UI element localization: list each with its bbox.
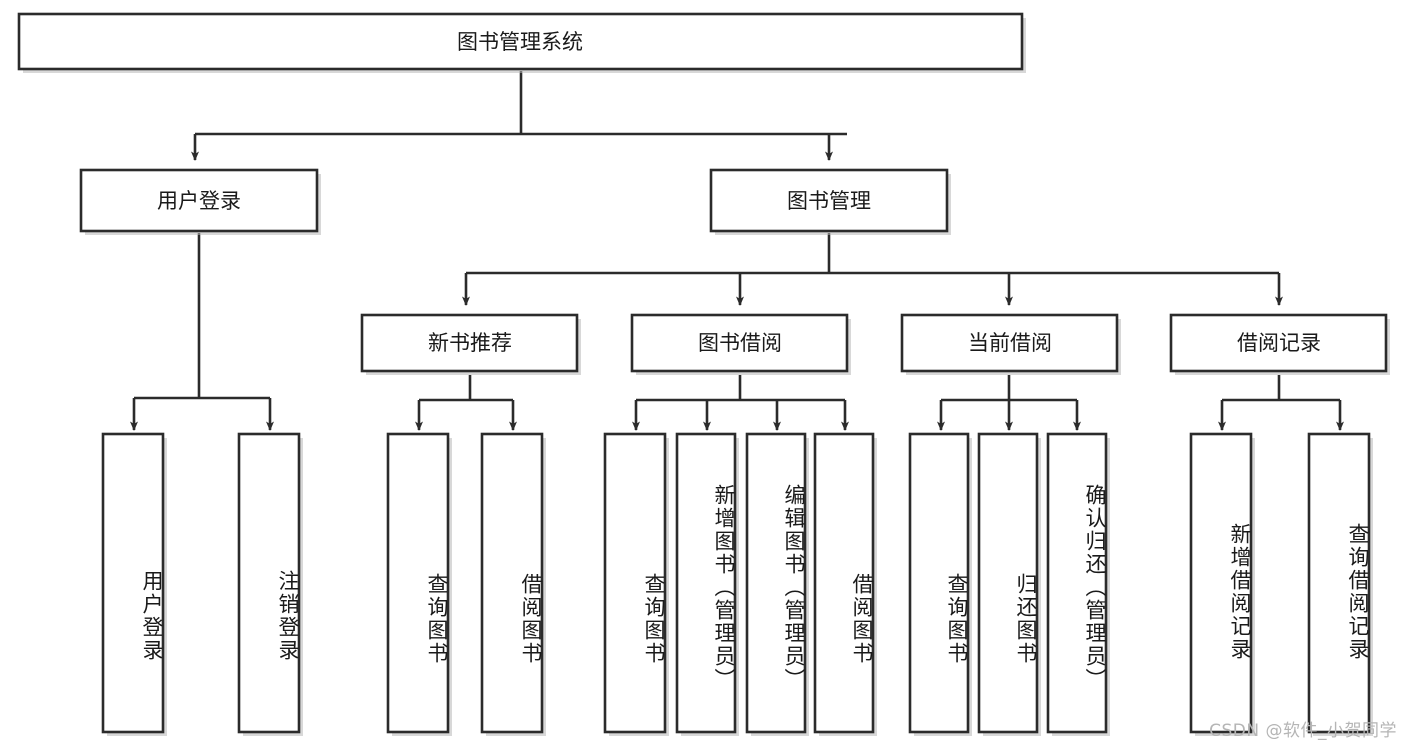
node-borrow-record-label: 借阅记录	[1237, 331, 1321, 355]
node-root-label: 图书管理系统	[457, 30, 583, 54]
connector-group-borrow-record	[1218, 375, 1344, 431]
node-book-management-label: 图书管理	[787, 189, 871, 213]
leaf-node-query-book-3[interactable]	[908, 432, 972, 736]
leaf-node-user-login[interactable]	[101, 432, 167, 736]
node-root[interactable]: 图书管理系统	[17, 12, 1026, 73]
node-book-borrow-label: 图书借阅	[698, 331, 782, 355]
leaf-node-edit-book-admin[interactable]	[745, 432, 809, 736]
node-new-book-recommend[interactable]: 新书推荐	[360, 313, 581, 375]
leaf-node-confirm-return-admin[interactable]	[1046, 432, 1110, 736]
node-borrow-record[interactable]: 借阅记录	[1169, 313, 1390, 375]
leaf-node-query-borrow-record[interactable]	[1307, 432, 1373, 736]
leaf-node-borrow-book-1[interactable]	[480, 432, 546, 736]
node-user-login-label: 用户登录	[157, 189, 241, 213]
leaf-node-query-book-2[interactable]	[603, 432, 669, 736]
leaf-node-borrow-book-2[interactable]	[813, 432, 877, 736]
connector-group-user-login	[130, 233, 274, 431]
connector-group-book-borrow	[632, 375, 849, 431]
connector-group-root	[191, 71, 847, 161]
connector-group-current-borrow	[937, 375, 1081, 431]
node-current-borrow-label: 当前借阅	[968, 331, 1052, 355]
node-current-borrow[interactable]: 当前借阅	[900, 313, 1121, 375]
node-new-book-recommend-label: 新书推荐	[428, 331, 512, 355]
leaf-node-logout[interactable]	[237, 432, 303, 736]
node-book-management[interactable]: 图书管理	[709, 168, 951, 235]
leaf-node-query-book-1[interactable]	[386, 432, 452, 736]
connector-group-book-mgmt	[462, 233, 1283, 306]
leaf-node-add-book-admin[interactable]	[675, 432, 739, 736]
csdn-watermark: CSDN @软件_小贺同学	[1209, 721, 1397, 741]
leaf-node-add-borrow-record[interactable]	[1189, 432, 1255, 736]
leaf-node-return-book[interactable]	[977, 432, 1041, 736]
node-user-login[interactable]: 用户登录	[79, 168, 321, 235]
connector-group-new-book	[415, 375, 517, 431]
node-book-borrow[interactable]: 图书借阅	[630, 313, 851, 375]
